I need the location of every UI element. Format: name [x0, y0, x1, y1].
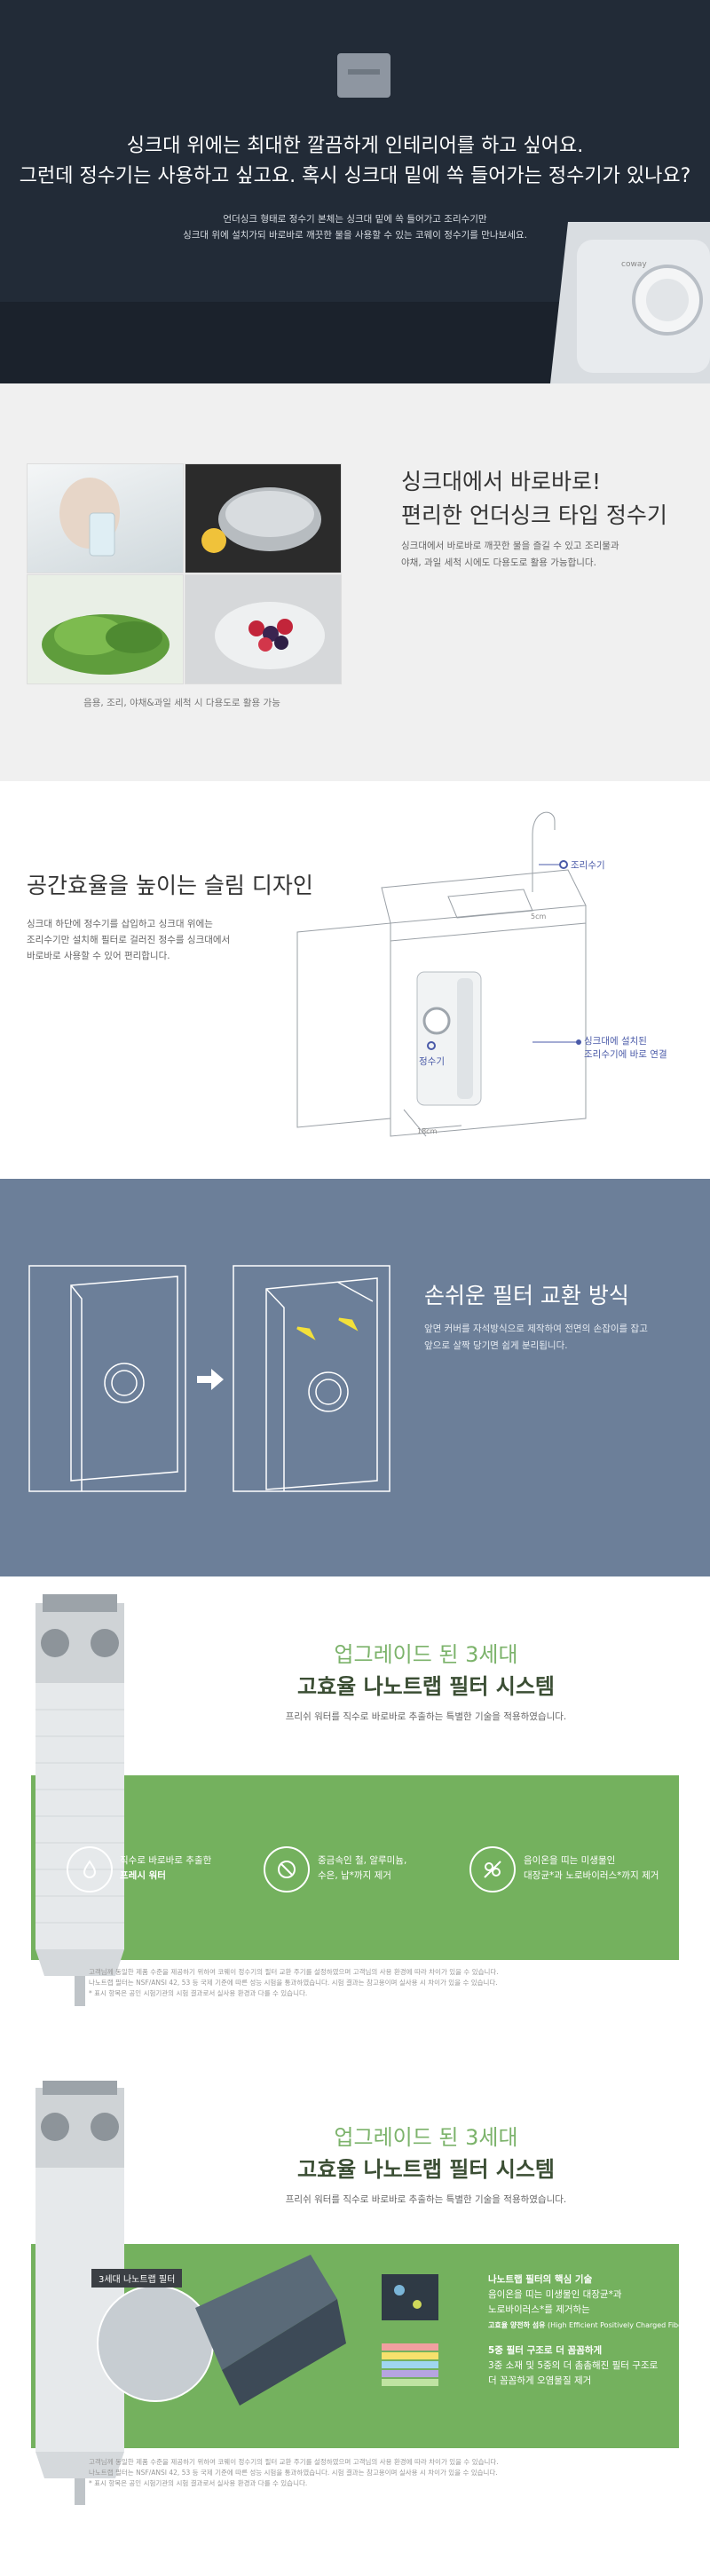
nano2-title: 업그레이드 된 3세대 고효율 나노트랩 필터 시스템	[142, 2122, 710, 2185]
point1-line3: 고효율 양전하 섬유	[488, 2321, 546, 2329]
hero-headline: 싱크대 위에는 최대한 깔끔하게 인테리어를 하고 싶어요. 그런데 정수기는 …	[0, 131, 710, 192]
point-core-tech: 나노트랩 필터의 핵심 기술 음이온을 띠는 미생물인 대장균*과 노로바이러스…	[488, 2272, 692, 2333]
hero-sub-line1: 언더싱크 형태로 정수기 본체는 싱크대 밑에 쏙 들어가고 조리수기만	[223, 214, 487, 225]
fruit-wash-photo	[185, 574, 342, 684]
nano1-title-line2: 고효율 나노트랩 필터 시스템	[296, 1674, 556, 1699]
hero-banner: coway 싱크대 위에는 최대한 깔끔하게 인테리어를 하고 싶어요. 그런데…	[0, 0, 710, 383]
hero-headline-line2: 그런데 정수기는 사용하고 싶고요. 혹시 싱크대 밑에 쏙 들어가는 정수기가…	[19, 165, 691, 187]
point2-title: 5중 필터 구조로 더 꼼꼼하게	[488, 2345, 603, 2356]
point2-line1: 3중 소재 및 5중의 더 촘촘해진 필터 구조로	[488, 2360, 659, 2371]
width-dimension: 18cm	[417, 1127, 438, 1135]
hero-headline-line1: 싱크대 위에는 최대한 깔끔하게 인테리어를 하고 싶어요.	[126, 135, 584, 157]
filter-cartridge-image	[36, 1594, 124, 2006]
microbe-removal-icon	[469, 1846, 516, 1892]
connect-label: 싱크대에 설치된 조리수기에 바로 연결	[584, 1035, 667, 1062]
filter-cartridge-image-2	[36, 2081, 438, 2505]
filter-change-desc-line2: 앞으로 살짝 당기면 쉽게 분리됩니다.	[424, 1340, 568, 1351]
feature-heavy-metal: 중금속인 철, 알루미늄, 수은, 납*까지 제거	[318, 1853, 406, 1884]
usage-section: 음용, 조리, 야채&과일 세척 시 다용도로 활용 가능 싱크대에서 바로바로…	[0, 383, 710, 781]
cooking-pot-photo	[185, 463, 342, 573]
feature-microbe: 음이온을 띠는 미생물인 대장균*과 노로바이러스*까지 제거	[524, 1853, 659, 1884]
filter-change-title: 손쉬운 필터 교환 방식	[424, 1283, 629, 1308]
usage-title-line2: 편리한 언더싱크 타입 정수기	[401, 502, 667, 528]
point2-line2: 더 꼼꼼하게 오염물질 제거	[488, 2375, 592, 2386]
slim-desc-line3: 바로바로 사용할 수 있어 편리합니다.	[27, 951, 170, 961]
connect-label-line2: 조리수기에 바로 연결	[584, 1049, 667, 1060]
nano2-fine-line3: * 표시 항목은 공인 시험기관의 시험 결과로서 실사용 환경과 다를 수 있…	[89, 2479, 308, 2487]
drinking-water-photo	[27, 463, 184, 573]
hero-sub-line2: 싱크대 위에 설치가되 바로바로 깨끗한 물을 사용할 수 있는 코웨이 정수기…	[183, 230, 527, 241]
nano2-footnote: 고객님께 동일한 제품 수준을 제공하기 위하여 코웨이 정수기의 필터 교환 …	[89, 2457, 621, 2489]
point-five-layer: 5중 필터 구조로 더 꼼꼼하게 3중 소재 및 5중의 더 촘촘해진 필터 구…	[488, 2343, 692, 2389]
slim-design-section: 공간효율을 높이는 슬림 디자인 싱크대 하단에 정수기를 삽입하고 싱크대 위…	[0, 781, 710, 1179]
nano2-title-line2: 고효율 나노트랩 필터 시스템	[296, 2157, 556, 2182]
connect-label-line1: 싱크대에 설치된	[584, 1036, 647, 1047]
point1-title: 나노트랩 필터의 핵심 기술	[488, 2274, 593, 2285]
point1-english: (High Efficient Positively Charged Fiber…	[548, 2321, 689, 2329]
nano2-subtitle: 프리쉬 워터를 직수로 바로바로 추출하는 특별한 기술을 적용하였습니다.	[285, 2194, 567, 2205]
filter-change-illustration	[28, 1265, 390, 1492]
usage-description: 싱크대에서 바로바로 깨끗한 물을 즐길 수 있고 조리물과 야채, 과일 세척…	[401, 538, 667, 572]
slim-desc-line2: 조리수기만 설치해 필터로 걸러진 정수를 싱크대에서	[27, 935, 231, 945]
green-band	[31, 1775, 679, 1960]
feature1-line1: 직수로 바로바로 추출한	[120, 1855, 212, 1866]
usage-title: 싱크대에서 바로바로! 편리한 언더싱크 타입 정수기	[401, 465, 667, 533]
slim-description: 싱크대 하단에 정수기를 삽입하고 싱크대 위에는 조리수기만 설치해 필터로 …	[27, 916, 293, 964]
nanotrap-features-section: 업그레이드 된 3세대 고효율 나노트랩 필터 시스템 프리쉬 워터를 직수로 …	[0, 1576, 710, 2077]
nano2-fine-line2: 나노트랩 필터는 NSF/ANSI 42, 53 등 국제 기준에 따른 성능 …	[89, 2469, 498, 2477]
nano1-footnote: 고객님께 동일한 제품 수준을 제공하기 위하여 코웨이 정수기의 필터 교환 …	[89, 1967, 621, 1999]
filter-change-description: 앞면 커버를 자석방식으로 제작하여 전면의 손잡이를 잡고 앞으로 살짝 당기…	[424, 1321, 690, 1355]
vegetable-wash-photo	[27, 574, 184, 684]
svg-text:coway: coway	[621, 260, 647, 269]
sink-cabinet-illustration	[296, 811, 587, 1137]
nanotrap-structure-section: 3세대 나노트랩 필터 업그레이드 된 3세대 고효율 나노트랩 필터 시스템 …	[0, 2077, 710, 2576]
nano1-fine-line2: 나노트랩 필터는 NSF/ANSI 42, 53 등 국제 기준에 따른 성능 …	[89, 1979, 498, 1987]
nano1-title-line1: 업그레이드 된 3세대	[334, 1642, 518, 1667]
feature2-line2: 수은, 납*까지 제거	[318, 1870, 391, 1881]
feature3-line2: 대장균*과 노로바이러스*까지 제거	[524, 1870, 659, 1881]
usage-desc-line1: 싱크대에서 바로바로 깨끗한 물을 즐길 수 있고 조리물과	[401, 541, 619, 551]
purifier-label: 정수기	[419, 1056, 445, 1067]
slim-desc-line1: 싱크대 하단에 정수기를 삽입하고 싱크대 위에는	[27, 919, 213, 929]
hero-background-image: coway	[0, 0, 710, 383]
slim-title: 공간효율을 높이는 슬림 디자인	[27, 873, 313, 898]
feature2-line1: 중금속인 철, 알루미늄,	[318, 1855, 407, 1866]
faucet-label: 조리수기	[571, 860, 605, 871]
nanotrap-badge: 3세대 나노트랩 필터	[91, 2269, 183, 2288]
nano2-title-line1: 업그레이드 된 3세대	[334, 2125, 518, 2150]
feature-fresh-water: 직수로 바로바로 추출한 프레시 워터	[120, 1853, 211, 1884]
nano2-fine-line1: 고객님께 동일한 제품 수준을 제공하기 위하여 코웨이 정수기의 필터 교환 …	[89, 2458, 499, 2466]
hero-subtext: 언더싱크 형태로 정수기 본체는 싱크대 밑에 쏙 들어가고 조리수기만 싱크대…	[0, 211, 710, 243]
feature3-line1: 음이온을 띠는 미생물인	[524, 1855, 616, 1866]
nano1-subtitle: 프리쉬 워터를 직수로 바로바로 추출하는 특별한 기술을 적용하였습니다.	[285, 1711, 567, 1722]
filter-change-desc-line1: 앞면 커버를 자석방식으로 제작하여 전면의 손잡이를 잡고	[424, 1324, 648, 1334]
nano1-title: 업그레이드 된 3세대 고효율 나노트랩 필터 시스템	[142, 1639, 710, 1703]
usage-desc-line2: 야채, 과일 세척 시에도 다용도로 활용 가능합니다.	[401, 557, 596, 568]
usage-title-line1: 싱크대에서 바로바로!	[401, 469, 601, 494]
water-drop-icon	[67, 1846, 113, 1892]
depth-dimension: 5cm	[531, 913, 547, 921]
point1-line2: 노로바이러스*를 제거하는	[488, 2304, 590, 2315]
heavy-metal-removal-icon	[264, 1846, 310, 1892]
nano1-fine-line1: 고객님께 동일한 제품 수준을 제공하기 위하여 코웨이 정수기의 필터 교환 …	[89, 1968, 499, 1976]
usage-caption: 음용, 조리, 야채&과일 세척 시 다용도로 활용 가능	[83, 698, 280, 708]
filter-change-section: 손쉬운 필터 교환 방식 앞면 커버를 자석방식으로 제작하여 전면의 손잡이를…	[0, 1179, 710, 1576]
feature1-line2: 프레시 워터	[120, 1870, 166, 1881]
nano1-fine-line3: * 표시 항목은 공인 시험기관의 시험 결과로서 실사용 환경과 다를 수 있…	[89, 1989, 308, 1997]
point1-line1: 음이온을 띠는 미생물인 대장균*과	[488, 2289, 622, 2300]
